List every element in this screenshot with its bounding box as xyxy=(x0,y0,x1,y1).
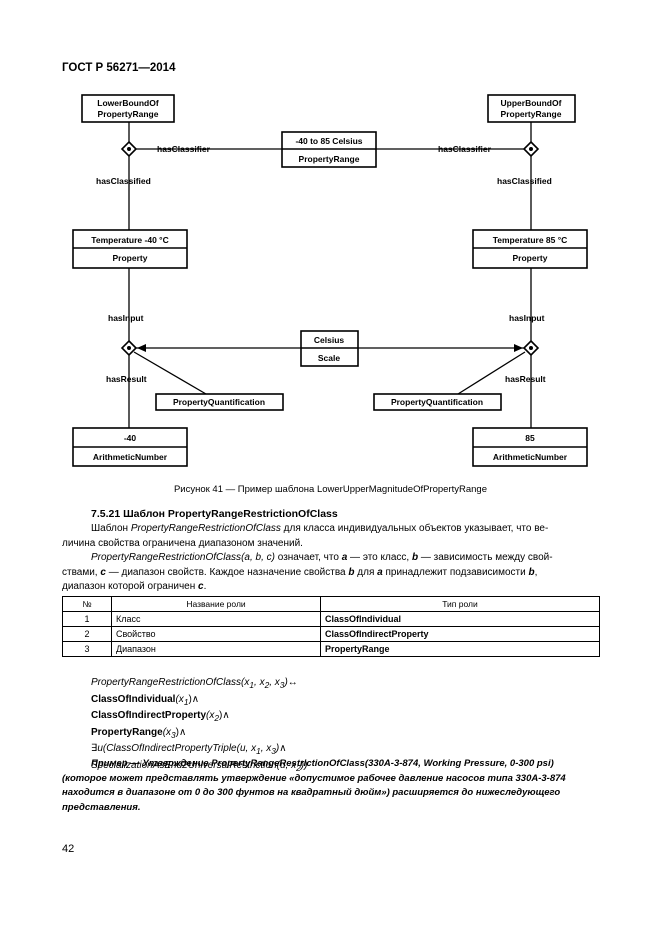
table-cell: ClassOfIndividual xyxy=(320,611,600,627)
formula-line-2: ClassOfIndividual(x1)∧ xyxy=(91,693,200,707)
formula-line-6: SpecializationAsEnd2UniversalRestriction… xyxy=(91,759,308,773)
table-row: 2 Свойство ClassOfIndirectProperty xyxy=(62,626,600,642)
scale-box-top: Celsius xyxy=(314,335,345,345)
has-classifier-right-label: hasClassifier xyxy=(438,144,492,154)
table-cell: 3 xyxy=(62,641,112,657)
left-temp-box-top: Temperature -40 °C xyxy=(91,235,168,245)
paragraph-2: PropertyRangeRestrictionOfClass(a, b, c)… xyxy=(62,552,553,592)
right-quant-box: PropertyQuantification xyxy=(391,397,483,407)
upper-bound-box-line1: UpperBoundOf xyxy=(501,98,562,108)
table-header: № xyxy=(62,596,112,612)
left-number-box-top: -40 xyxy=(124,433,137,443)
example-paragraph: Пример — Утверждение PropertyRangeRestri… xyxy=(62,758,566,813)
right-number-box-bottom: ArithmeticNumber xyxy=(493,452,568,462)
right-temp-box-top: Temperature 85 °C xyxy=(493,235,568,245)
left-quant-box: PropertyQuantification xyxy=(173,397,265,407)
table-header: Название роли xyxy=(111,596,321,612)
scale-box-bottom: Scale xyxy=(318,353,340,363)
table-cell: Диапазон xyxy=(111,641,321,657)
page-number: 42 xyxy=(62,843,75,855)
left-temp-box-bottom: Property xyxy=(113,253,148,263)
range-box-bottom: PropertyRange xyxy=(299,154,360,164)
lower-bound-box-line1: LowerBoundOf xyxy=(97,98,159,108)
table-cell: Свойство xyxy=(111,626,321,642)
has-input-left-label: hasInput xyxy=(108,313,144,323)
has-result-right-label: hasResult xyxy=(505,374,546,384)
formula-line-4: PropertyRange(x3)∧ xyxy=(91,726,187,740)
arrow-left-icon xyxy=(137,344,146,352)
formula-line-5: ∃u(ClassOfIndirectPropertyTriple(u, x1, … xyxy=(91,743,287,757)
has-classified-left-label: hasClassified xyxy=(96,176,151,186)
table-header: Тип роли xyxy=(320,596,600,612)
diamond-icon xyxy=(120,140,138,158)
upper-bound-box-line2: PropertyRange xyxy=(501,109,562,119)
formula-line-3: ClassOfIndirectProperty(x2)∧ xyxy=(91,710,230,724)
section-title: 7.5.21 Шаблон PropertyRangeRestrictionOf… xyxy=(91,508,338,520)
diamond-icon xyxy=(522,339,540,357)
has-input-right-label: hasInput xyxy=(509,313,545,323)
table-header-row: № Название роли Тип роли xyxy=(62,596,600,612)
right-number-box-top: 85 xyxy=(525,433,535,443)
figure-caption: Рисунок 41 — Пример шаблона LowerUpperMa… xyxy=(173,484,488,495)
arrow-right-icon xyxy=(514,344,523,352)
right-temp-box-bottom: Property xyxy=(513,253,548,263)
lower-bound-box-line2: PropertyRange xyxy=(98,109,159,119)
diamond-icon xyxy=(120,339,138,357)
paragraph-1: Шаблон PropertyRangeRestrictionOfClass д… xyxy=(62,523,549,549)
table-cell: Класс xyxy=(111,611,321,627)
table-cell: PropertyRange xyxy=(320,641,600,657)
has-classified-right-label: hasClassified xyxy=(497,176,552,186)
roles-table: № Название роли Тип роли 1 Класс ClassOf… xyxy=(62,596,600,657)
table-cell: ClassOfIndirectProperty xyxy=(320,626,600,642)
formula-block: PropertyRangeRestrictionOfClass(x1, x2, … xyxy=(91,676,307,776)
table-row: 3 Диапазон PropertyRange xyxy=(62,641,600,657)
table-cell: 1 xyxy=(62,611,112,627)
has-result-left-label: hasResult xyxy=(106,374,147,384)
left-number-box-bottom: ArithmeticNumber xyxy=(93,452,168,462)
has-classifier-left-label: hasClassifier xyxy=(157,144,211,154)
document-header: ГОСТ Р 56271—2014 xyxy=(62,62,176,74)
diamond-icon xyxy=(522,140,540,158)
table-cell: 2 xyxy=(62,626,112,642)
template-diagram: LowerBoundOf PropertyRange UpperBoundOf … xyxy=(72,94,588,467)
table-row: 1 Класс ClassOfIndividual xyxy=(62,611,600,627)
formula-line-1: PropertyRangeRestrictionOfClass(x1, x2, … xyxy=(91,677,298,690)
range-box-top: -40 to 85 Celsius xyxy=(295,136,362,146)
